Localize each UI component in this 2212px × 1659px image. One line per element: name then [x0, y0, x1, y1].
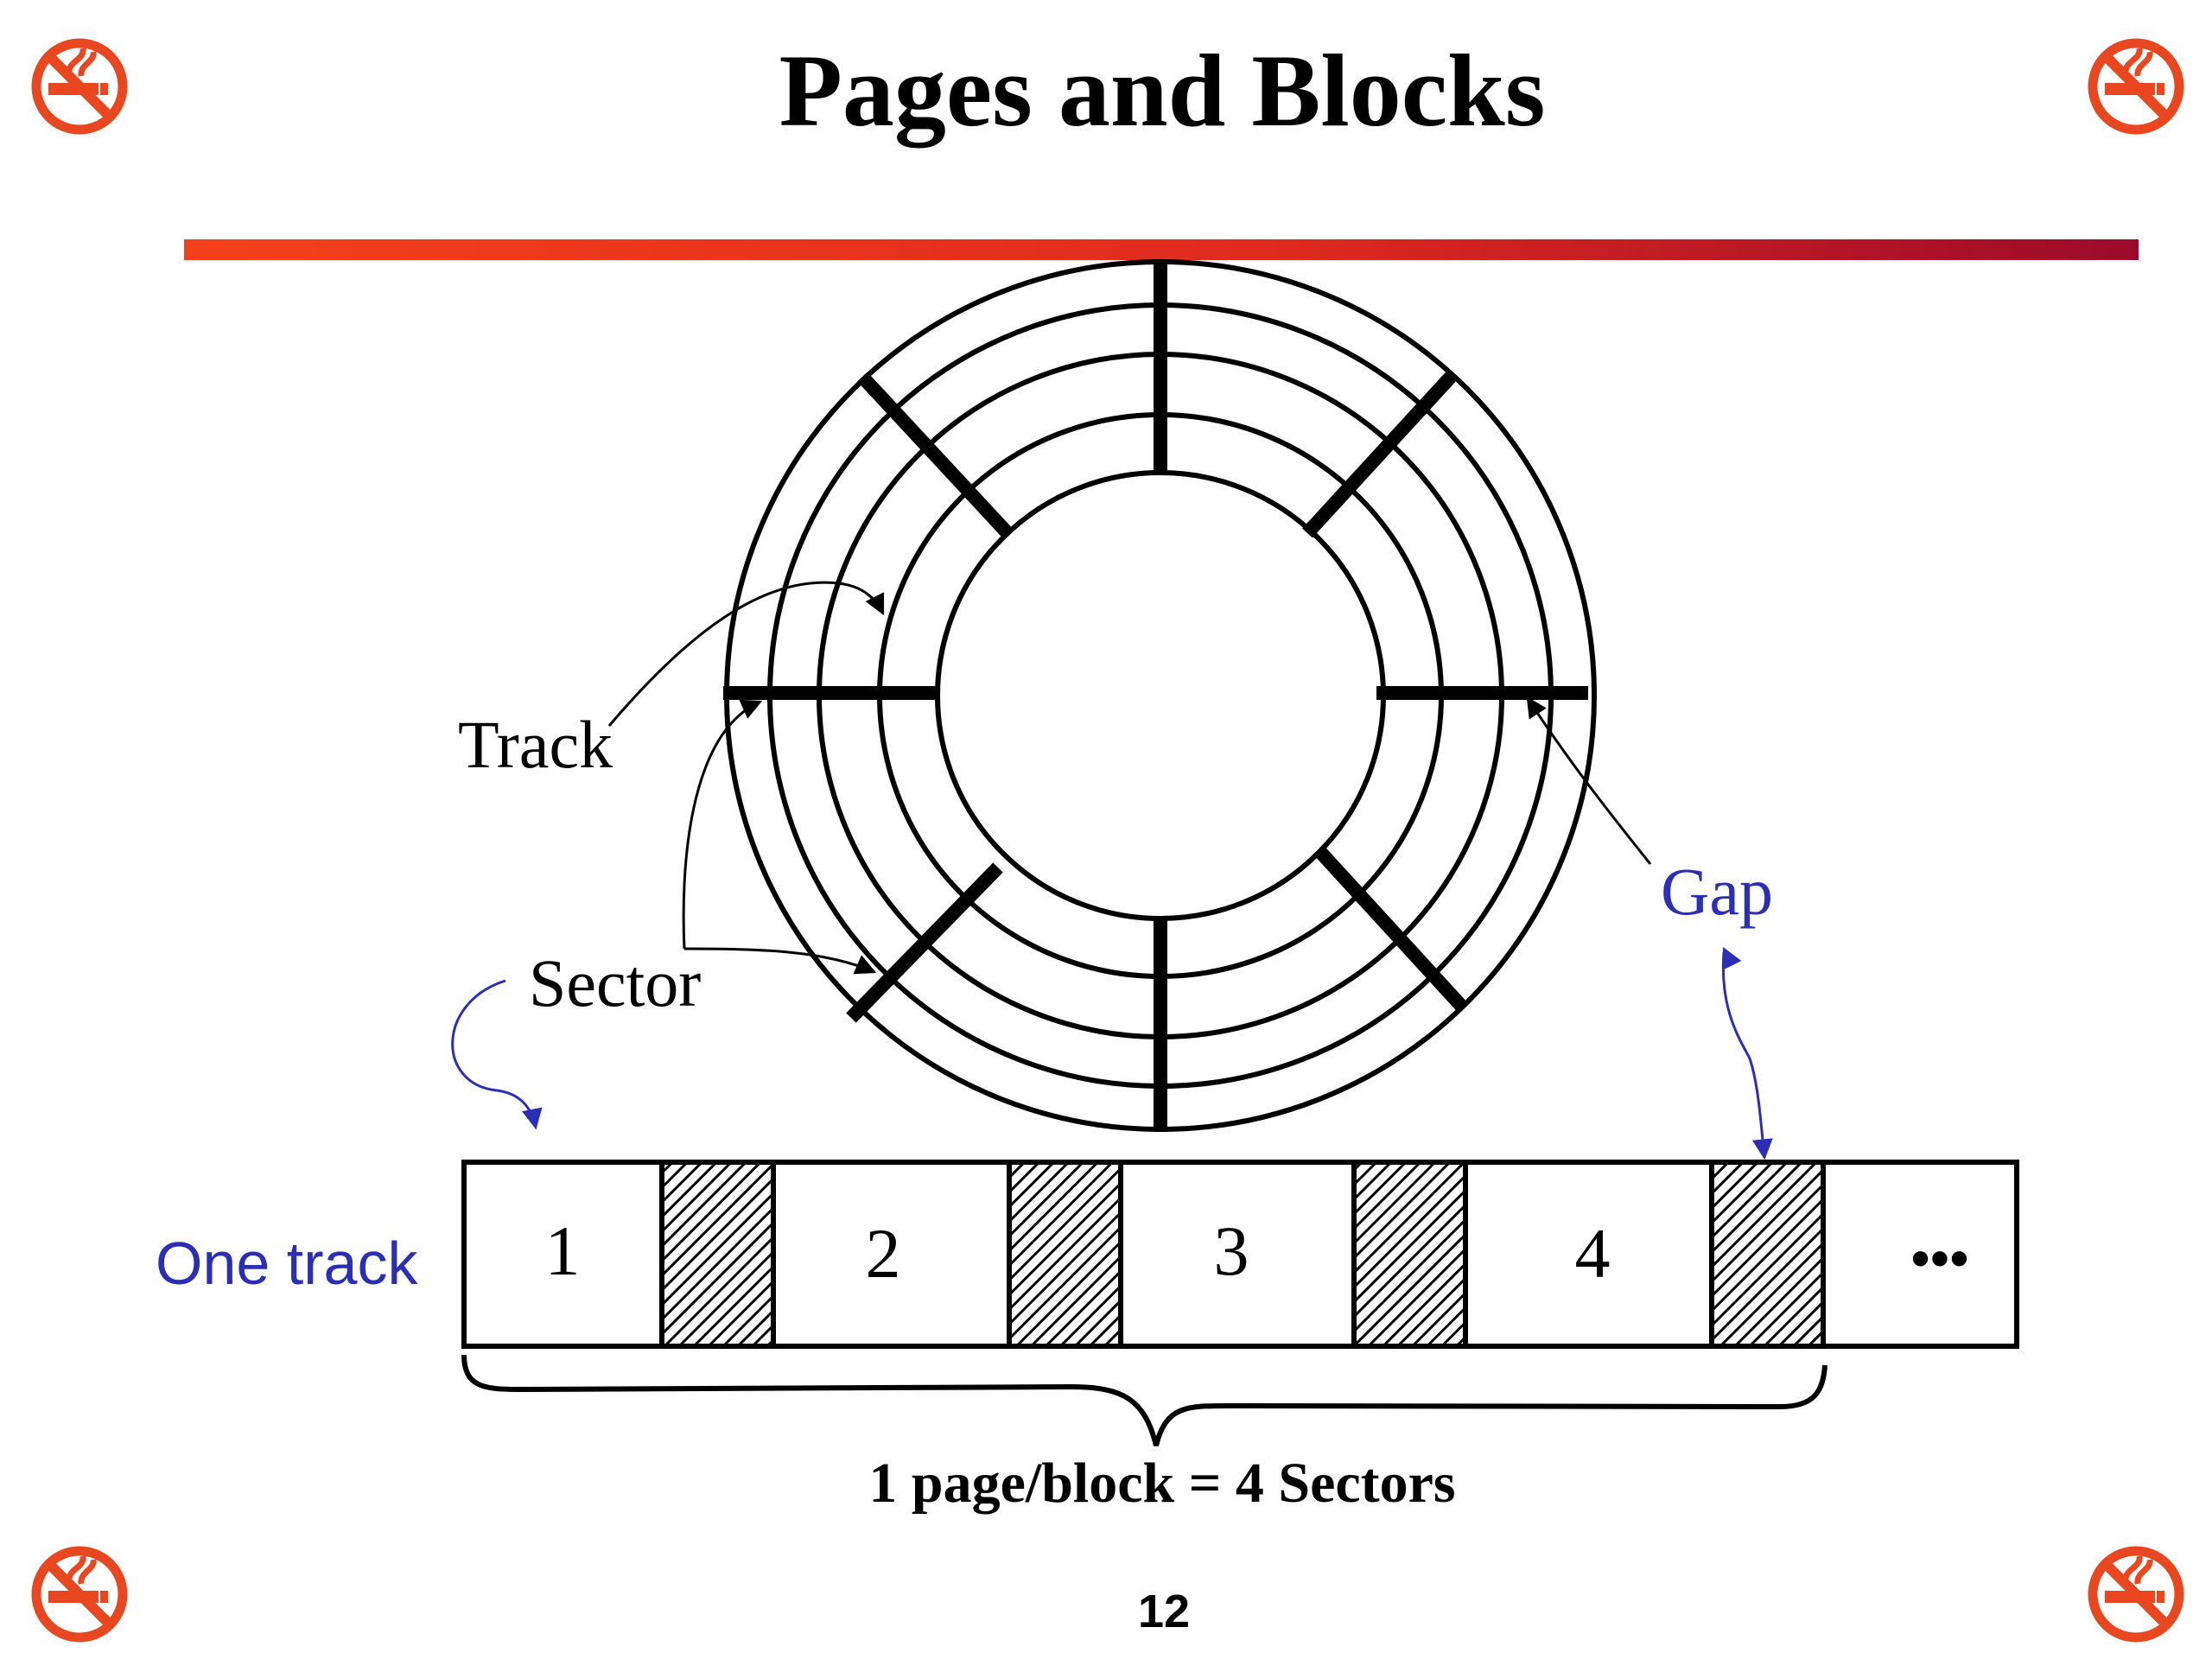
- track-pointer-arrow: [607, 581, 885, 727]
- disk-hub-edge: [935, 470, 1386, 921]
- gap-double-arrow-head: [1722, 946, 1742, 970]
- gap-block: [659, 1160, 776, 1349]
- sector-label: Sector: [529, 945, 701, 1020]
- sector-number: 2: [866, 1214, 901, 1293]
- page-block-caption: 1 page/block = 4 Sectors: [868, 1452, 1455, 1515]
- no-smoking-icon: [36, 43, 123, 130]
- sector-number: 3: [1214, 1211, 1249, 1290]
- gap-double-arrow: [1721, 951, 1773, 1160]
- sector-gap-line: [1302, 372, 1456, 538]
- gap-block: [1709, 1160, 1826, 1349]
- page-number: 12: [1137, 1586, 1191, 1637]
- page-block-brace: [461, 1354, 1827, 1446]
- gap-block: [1351, 1160, 1468, 1349]
- sector-gap-line: [857, 372, 1013, 538]
- sector-gap-line: [1316, 848, 1466, 1011]
- sector-number: 1: [545, 1211, 581, 1290]
- sector-number: 4: [1575, 1214, 1611, 1293]
- slide-title: Pages and Blocks: [779, 33, 1546, 148]
- no-smoking-icon: [2093, 43, 2179, 130]
- strip-ellipsis: •••: [1910, 1227, 1968, 1289]
- sector-gap-line: [846, 862, 1003, 1023]
- gap-pointer-arrow: [1526, 696, 1652, 865]
- gap-label: Gap: [1661, 854, 1773, 929]
- sector-gap-lines: [723, 264, 1588, 1132]
- sector-pointer-arrow: [682, 699, 763, 950]
- one-track-label: One track: [156, 1230, 418, 1297]
- title-rule: [184, 239, 2139, 260]
- track-strip: 1 2 3 4 •••: [461, 1160, 2019, 1349]
- track-label: Track: [458, 707, 613, 782]
- gap-block: [1007, 1160, 1123, 1349]
- one-track-pointer-arrow: [451, 979, 543, 1130]
- sector-pointer-arrow: [683, 947, 877, 975]
